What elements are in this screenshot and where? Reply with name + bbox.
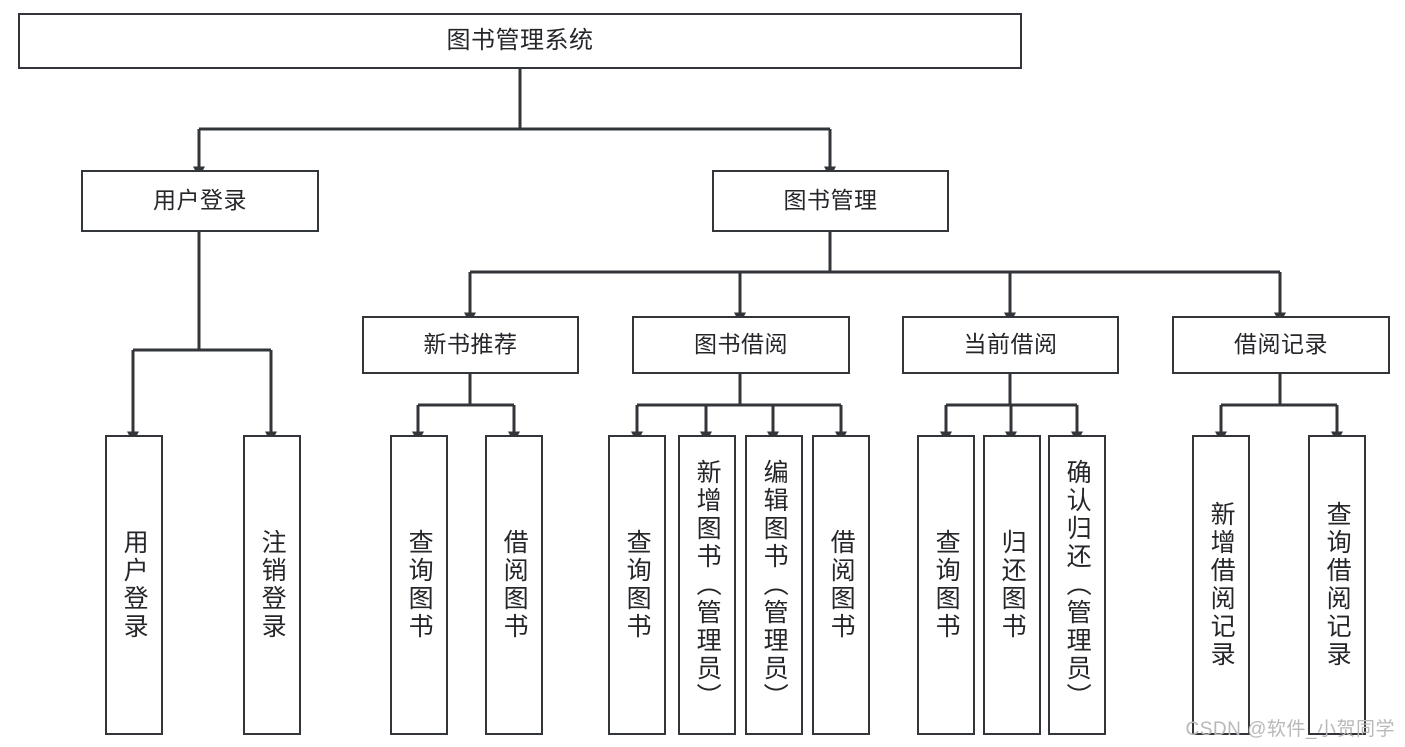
node-leaf-return-book: 归还图书 <box>983 435 1041 735</box>
node-leaf-borrow-book-1: 借阅图书 <box>485 435 543 735</box>
node-leaf-query-book-1: 查询图书 <box>390 435 448 735</box>
node-leaf-add-book: 新增图书（管理员） <box>678 435 736 735</box>
node-label: 注销登录 <box>258 529 287 641</box>
node-label: 图书管理 <box>783 187 878 214</box>
node-label: 借阅记录 <box>1234 331 1328 358</box>
node-label: 新书推荐 <box>423 331 518 358</box>
node-label: 当前借阅 <box>963 331 1058 358</box>
node-new-book-recommend: 新书推荐 <box>362 316 579 374</box>
node-label: 查询图书 <box>623 529 652 641</box>
node-leaf-confirm-return: 确认归还（管理员） <box>1048 435 1106 735</box>
node-leaf-query-book-3: 查询图书 <box>917 435 975 735</box>
node-label: 查询图书 <box>405 529 434 641</box>
node-user-login: 用户登录 <box>81 170 319 232</box>
node-label: 借阅图书 <box>500 529 529 641</box>
node-current-borrow: 当前借阅 <box>902 316 1119 374</box>
node-leaf-query-record: 查询借阅记录 <box>1308 435 1366 735</box>
node-leaf-add-record: 新增借阅记录 <box>1192 435 1250 735</box>
node-book-borrow: 图书借阅 <box>632 316 850 374</box>
node-borrow-record: 借阅记录 <box>1172 316 1390 374</box>
node-label: 图书管理系统 <box>446 26 594 54</box>
node-label: 图书借阅 <box>694 331 788 358</box>
node-leaf-query-book-2: 查询图书 <box>608 435 666 735</box>
node-root: 图书管理系统 <box>18 13 1022 69</box>
node-leaf-logout: 注销登录 <box>243 435 301 735</box>
node-label: 编辑图书（管理员） <box>760 459 789 711</box>
node-label: 查询借阅记录 <box>1323 501 1352 669</box>
node-label: 查询图书 <box>932 529 961 641</box>
node-label: 借阅图书 <box>827 529 856 641</box>
node-leaf-user-login: 用户登录 <box>105 435 163 735</box>
node-label: 归还图书 <box>998 529 1027 641</box>
node-label: 确认归还（管理员） <box>1063 459 1092 711</box>
node-book-manage: 图书管理 <box>712 170 949 232</box>
node-leaf-edit-book: 编辑图书（管理员） <box>745 435 803 735</box>
node-leaf-borrow-book-2: 借阅图书 <box>812 435 870 735</box>
node-label: 新增借阅记录 <box>1207 501 1236 669</box>
node-label: 用户登录 <box>153 187 247 214</box>
node-label: 新增图书（管理员） <box>693 459 722 711</box>
node-label: 用户登录 <box>120 529 149 641</box>
